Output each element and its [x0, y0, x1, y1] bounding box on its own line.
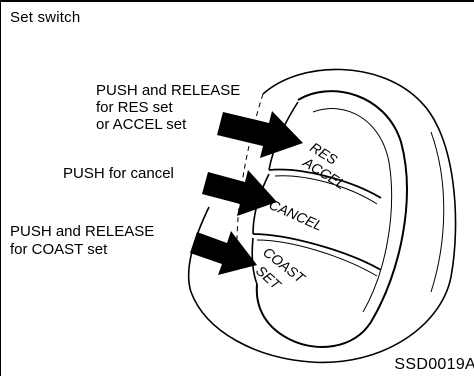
divider-res-cancel-inner: [274, 175, 378, 205]
callout-cancel: PUSH for cancel: [63, 165, 174, 182]
switch-housing-outline: [187, 68, 457, 364]
switch-body-outline: [255, 90, 408, 348]
callout-res-accel-line-2: for RES set: [96, 99, 173, 116]
switch-body-inner: [312, 108, 393, 313]
divider-cancel-coast: [252, 233, 382, 271]
button-label-cancel: CANCEL: [267, 196, 325, 234]
figure-id: SSD0019A: [394, 356, 474, 373]
arrow-res-accel: [217, 111, 303, 158]
arrow-coast-set: [190, 231, 257, 275]
divider-cancel-coast-inner: [256, 239, 378, 277]
page-title: Set switch: [10, 9, 81, 26]
callout-res-accel-line-3: or ACCEL set: [96, 116, 187, 133]
switch-housing-edge: [430, 131, 445, 293]
callout-res-accel-line-1: PUSH and RELEASE: [96, 82, 241, 99]
callout-coast-set-line-2: for COAST set: [10, 241, 108, 258]
callout-coast-set-line-1: PUSH and RELEASE: [10, 223, 155, 240]
divider-res-cancel: [268, 168, 382, 199]
arrow-cancel: [202, 170, 277, 216]
guide-dashed-line: [236, 93, 264, 253]
